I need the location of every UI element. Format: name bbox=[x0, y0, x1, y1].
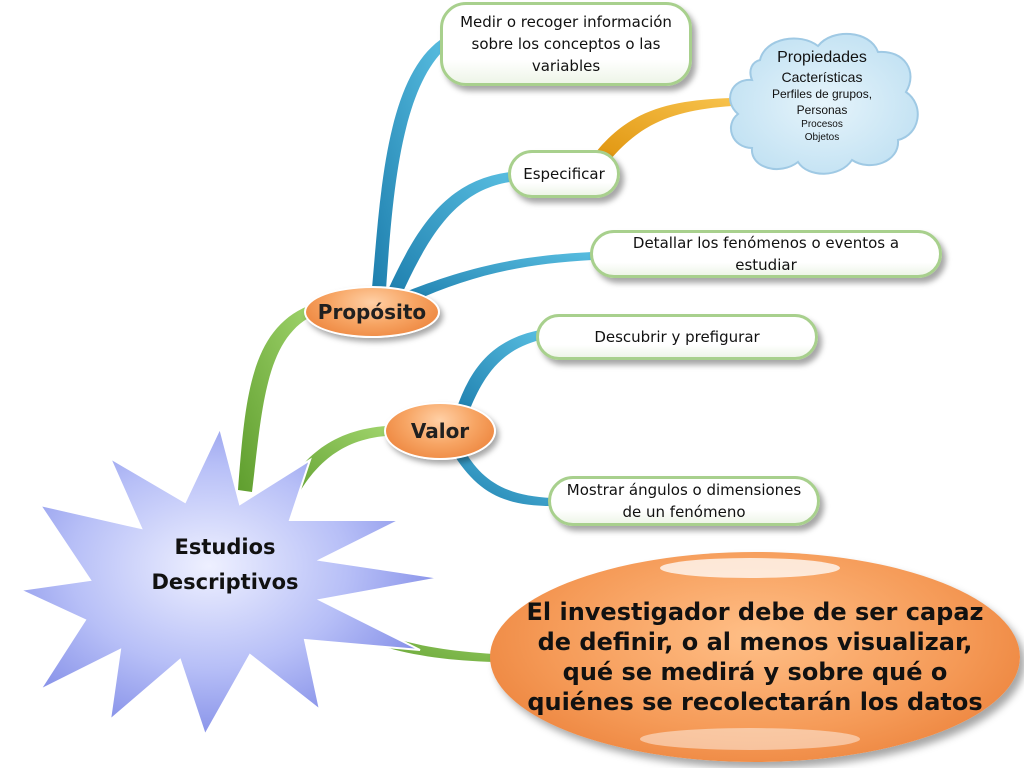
cloud-line-procesos: Procesos bbox=[801, 119, 843, 130]
cloud-line-propiedades: Propiedades bbox=[777, 49, 867, 66]
topic-especificar-text: Especificar bbox=[523, 165, 605, 183]
topic-medir-text: Medir o recoger información sobre los co… bbox=[460, 13, 672, 75]
cloud-line-perfiles: Perfiles de grupos, bbox=[771, 87, 873, 101]
topic-mostrar-text: Mostrar ángulos o dimensiones de un fenó… bbox=[566, 481, 802, 521]
central-title: Estudios Descriptivos bbox=[110, 530, 340, 600]
branch-node-proposito-label: Propósito bbox=[317, 300, 427, 324]
cloud-shape bbox=[729, 33, 919, 175]
topic-detallar-text: Detallar los fenómenos o eventos a estud… bbox=[632, 234, 900, 274]
branch-node-proposito[interactable]: Propósito bbox=[304, 286, 440, 338]
cloud-line-objetos: Objetos bbox=[804, 132, 840, 143]
link-central-proposito bbox=[238, 306, 312, 492]
statement-gloss-top bbox=[660, 558, 840, 578]
branch-node-valor-label: Valor bbox=[410, 419, 470, 443]
central-star-shape bbox=[16, 425, 441, 738]
link-proposito-detallar bbox=[400, 252, 592, 302]
link-proposito-medir bbox=[372, 40, 446, 290]
topic-medir[interactable]: Medir o recoger información sobre los co… bbox=[440, 2, 692, 86]
link-especificar-cloud bbox=[596, 98, 732, 160]
topic-descubrir[interactable]: Descubrir y prefigurar bbox=[536, 314, 818, 360]
link-proposito-especificar bbox=[388, 172, 510, 294]
statement-text: El investigador debe de ser capaz de def… bbox=[526, 598, 984, 716]
topic-mostrar[interactable]: Mostrar ángulos o dimensiones de un fenó… bbox=[548, 476, 820, 526]
link-valor-descubrir bbox=[456, 330, 540, 414]
topic-detallar[interactable]: Detallar los fenómenos o eventos a estud… bbox=[590, 230, 942, 278]
statement-node[interactable]: El investigador debe de ser capaz de def… bbox=[490, 552, 1020, 762]
topic-descubrir-text: Descubrir y prefigurar bbox=[594, 328, 760, 346]
cloud-line-caracteristicas: Cacterísticas bbox=[781, 69, 863, 85]
central-title-line2: Descriptivos bbox=[151, 570, 299, 594]
cloud-text: Propiedades Cacterísticas Perfiles de gr… bbox=[742, 48, 902, 144]
statement-gloss-bottom bbox=[640, 728, 860, 750]
topic-especificar[interactable]: Especificar bbox=[508, 150, 620, 198]
cloud-line-personas: Personas bbox=[796, 103, 848, 117]
branch-node-valor[interactable]: Valor bbox=[384, 402, 496, 460]
central-title-line1: Estudios bbox=[174, 535, 276, 559]
